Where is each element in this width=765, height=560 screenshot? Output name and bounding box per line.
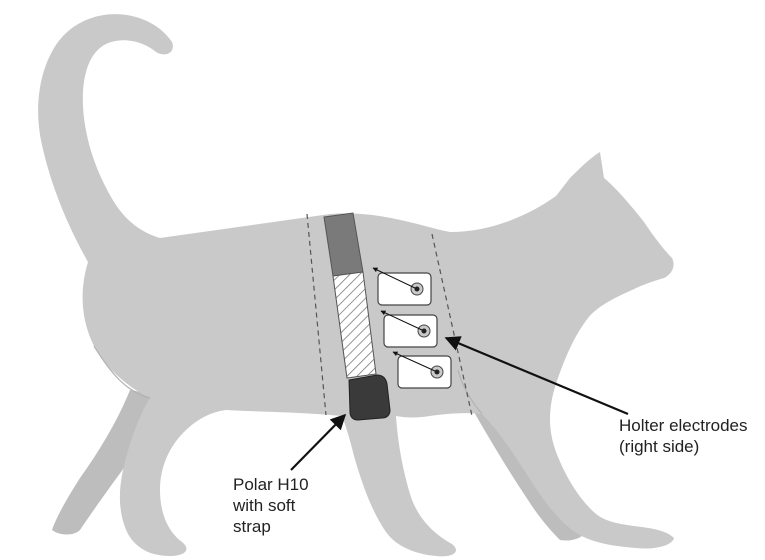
electrode-lead bbox=[380, 310, 423, 331]
electrode-snap-center bbox=[434, 369, 440, 375]
polar-h10-label: Polar H10 with soft strap bbox=[233, 475, 309, 536]
electrode-pad bbox=[397, 355, 452, 389]
holter-electrodes-label: Holter electrodes (right side) bbox=[619, 416, 748, 456]
electrode-snap-center bbox=[414, 286, 420, 292]
belly-contour bbox=[93, 345, 151, 399]
harness-edge-left bbox=[306, 213, 327, 416]
electrode-snap-center bbox=[421, 328, 427, 334]
far-hind-leg bbox=[52, 390, 164, 535]
electrode-lead bbox=[372, 267, 416, 289]
electrode-pad bbox=[383, 314, 438, 348]
polar-sensor bbox=[348, 374, 391, 421]
harness-band bbox=[306, 213, 473, 417]
holter-electrodes bbox=[372, 267, 452, 389]
electrode-lead bbox=[392, 351, 436, 372]
electrode-1 bbox=[372, 267, 432, 306]
harness-edge-right bbox=[431, 233, 473, 417]
polar-strap bbox=[323, 212, 391, 421]
strap-hatched-segment bbox=[332, 271, 377, 379]
electrode-pad bbox=[377, 272, 432, 306]
electrode-2 bbox=[380, 310, 438, 348]
electrode-3 bbox=[392, 351, 452, 389]
polar-callout-arrow bbox=[290, 413, 347, 471]
holter-callout-arrow bbox=[444, 336, 629, 416]
